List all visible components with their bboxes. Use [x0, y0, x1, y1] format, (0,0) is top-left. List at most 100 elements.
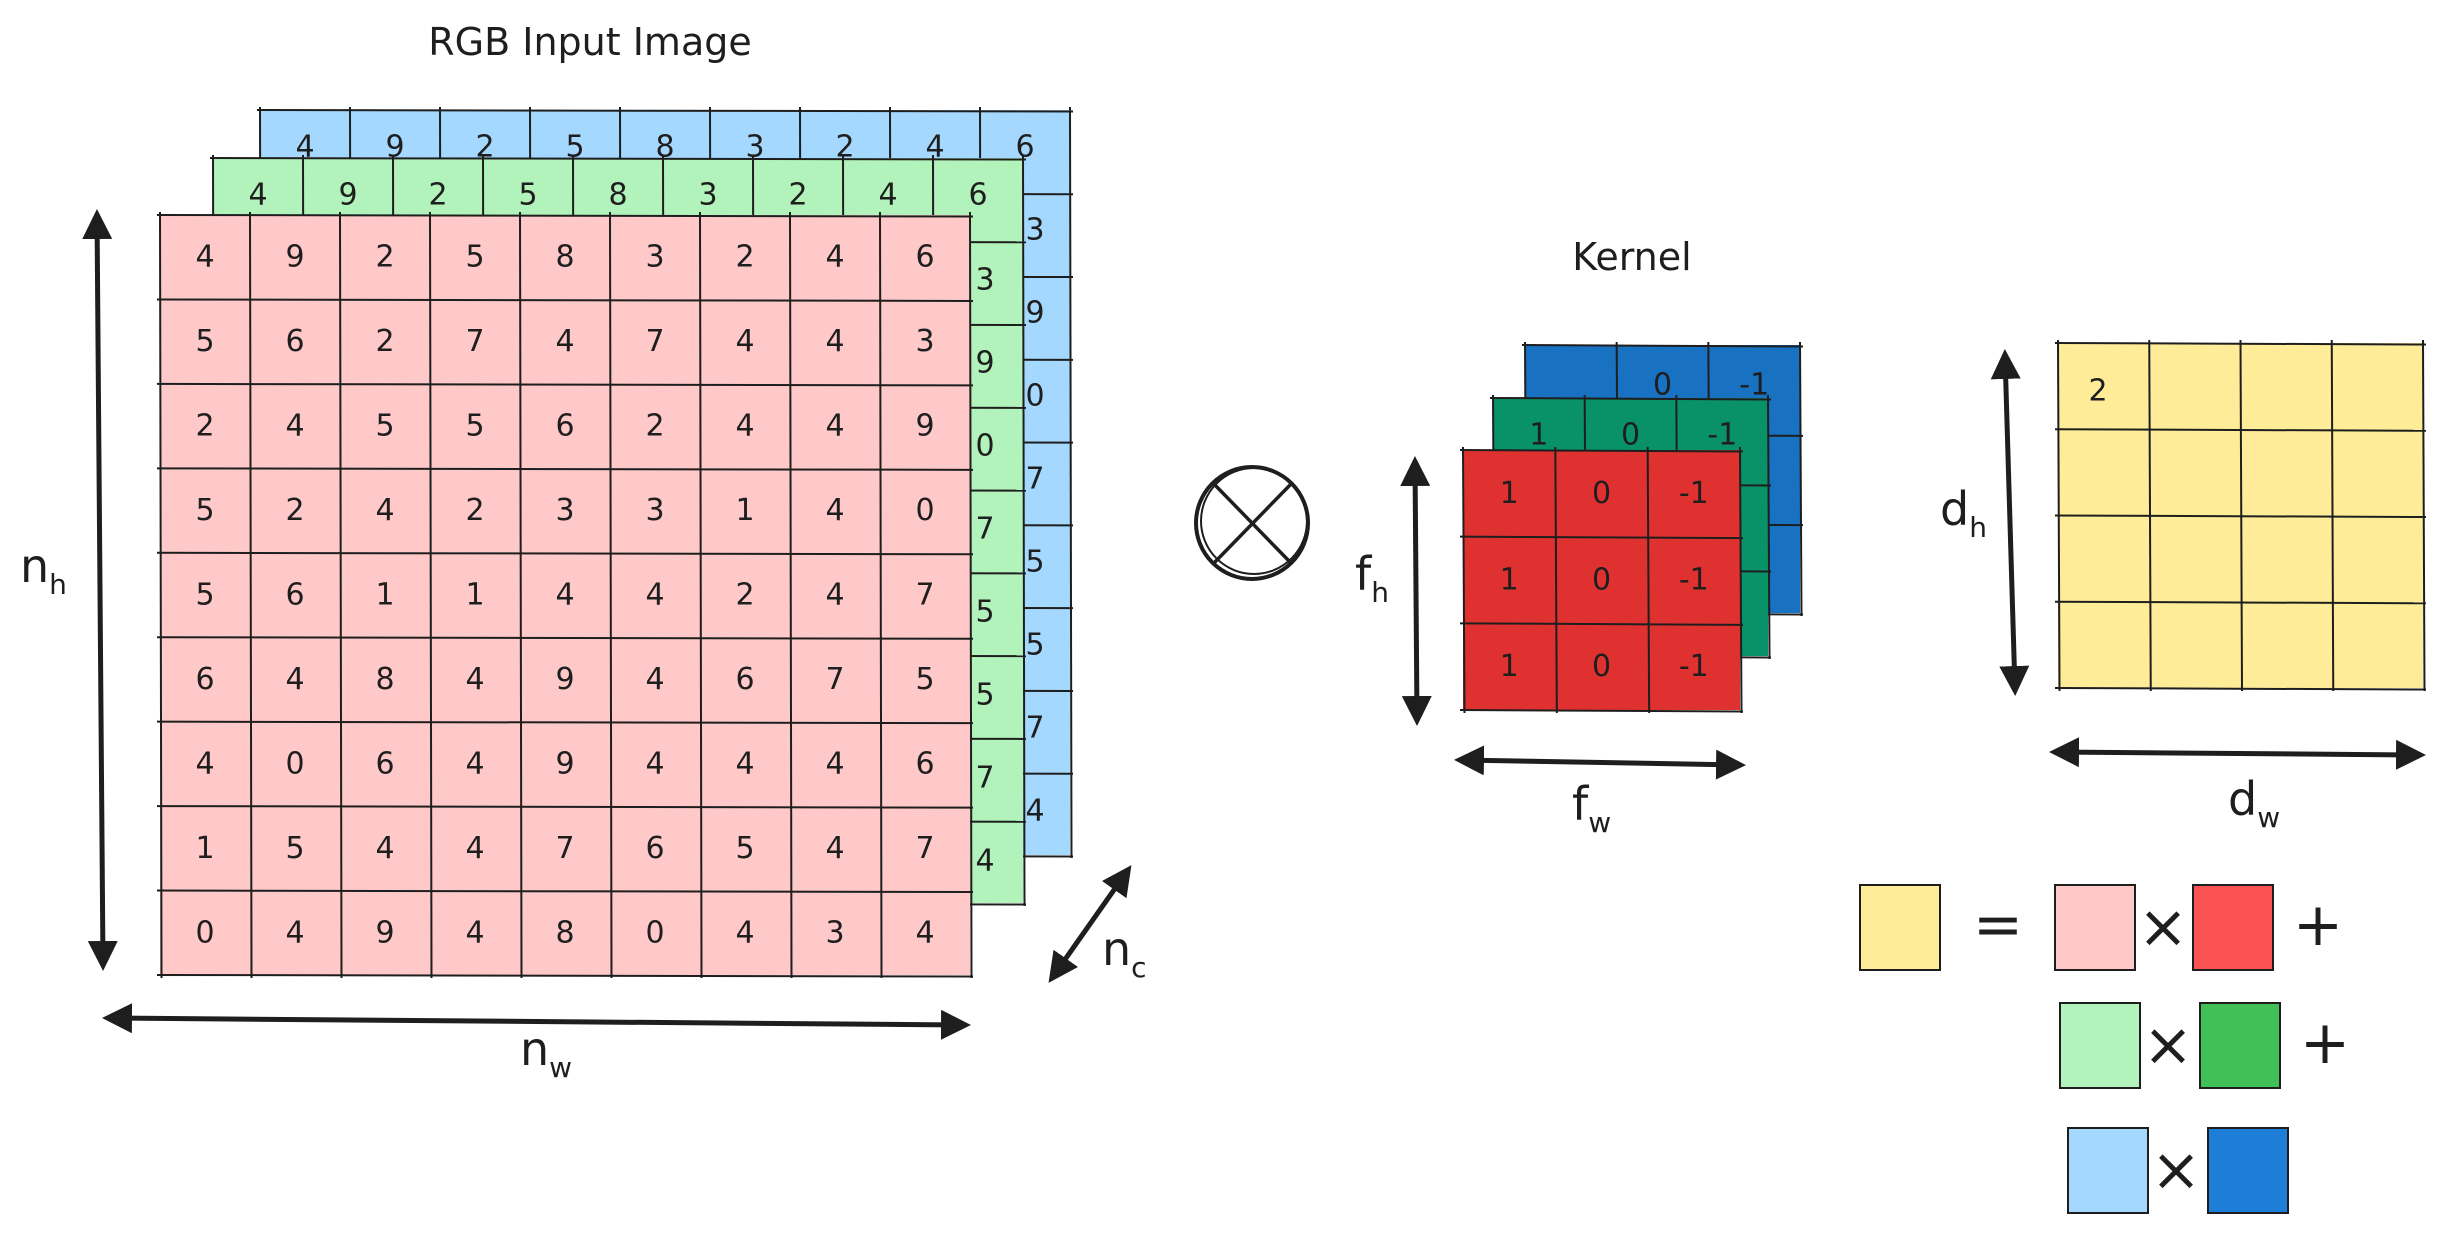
- legend-input-swatch: [2054, 884, 2136, 971]
- red-cell: 7: [465, 324, 484, 359]
- red-cell: 8: [555, 915, 574, 950]
- green-cell: 7: [975, 512, 994, 547]
- red-cell: 9: [555, 746, 574, 781]
- red-cell: 3: [825, 915, 844, 950]
- red-cell: 4: [375, 493, 394, 528]
- red-cell: 2: [375, 324, 394, 359]
- red-cell: 4: [465, 831, 484, 866]
- red-cell: 3: [915, 324, 934, 359]
- red-cell: 8: [555, 240, 574, 275]
- output-cell: 2: [2088, 374, 2107, 409]
- red-cell: 5: [195, 578, 214, 613]
- blue-cell: 6: [1015, 130, 1034, 165]
- blue-cell: 4: [1025, 794, 1044, 829]
- red-cell: 6: [195, 662, 214, 697]
- kernel-red-cell: 0: [1592, 476, 1611, 511]
- red-cell: 8: [375, 662, 394, 697]
- red-cell: 2: [645, 409, 664, 444]
- green-cell: 4: [878, 178, 897, 213]
- green-cell: 3: [975, 263, 994, 298]
- kernel-red-cell: 1: [1500, 476, 1519, 511]
- red-cell: 6: [645, 831, 664, 866]
- kernel-blue-cell: -1: [1739, 368, 1769, 403]
- red-cell: 4: [735, 746, 754, 781]
- green-cell: 2: [428, 178, 447, 213]
- blue-cell: 2: [475, 130, 494, 165]
- kernel-red-cell: 1: [1500, 649, 1519, 684]
- red-cell: 4: [825, 578, 844, 613]
- kernel-title: Kernel: [1572, 235, 1691, 279]
- blue-cell: 0: [1025, 379, 1044, 414]
- red-cell: 9: [285, 240, 304, 275]
- red-cell: 4: [825, 409, 844, 444]
- red-cell: 5: [465, 409, 484, 444]
- red-cell: 4: [825, 493, 844, 528]
- kernel-red-cell: 0: [1592, 563, 1611, 598]
- red-cell: 6: [735, 662, 754, 697]
- blue-cell: 5: [565, 130, 584, 165]
- red-cell: 4: [195, 746, 214, 781]
- kernel-red-fill: [1463, 450, 1740, 710]
- legend-times-sign: ×: [2143, 1010, 2193, 1080]
- red-cell: 6: [555, 409, 574, 444]
- kernel-blue-cell: 0: [1653, 368, 1672, 403]
- legend-equals-sign: =: [1973, 890, 2023, 960]
- blue-cell: 5: [1025, 628, 1044, 663]
- red-cell: 4: [825, 324, 844, 359]
- output-feature-map: 2 dh dw: [1940, 339, 2427, 834]
- legend-times-sign: ×: [2151, 1135, 2201, 1205]
- red-cell: 0: [285, 746, 304, 781]
- legend-input-swatch: [2059, 1002, 2141, 1089]
- green-cell: 6: [968, 178, 987, 213]
- blue-cell: 5: [1025, 545, 1044, 580]
- legend-plus-sign: +: [2293, 890, 2343, 960]
- red-cell: 4: [735, 915, 754, 950]
- green-cell: 5: [975, 678, 994, 713]
- red-cell: 4: [285, 409, 304, 444]
- blue-cell: 8: [655, 130, 674, 165]
- red-cell: 4: [555, 324, 574, 359]
- output-height-arrow: [1990, 349, 2030, 696]
- input-image-title: RGB Input Image: [428, 20, 751, 64]
- red-cell: 7: [555, 831, 574, 866]
- red-cell: 5: [195, 324, 214, 359]
- kernel-red-cell: 1: [1500, 563, 1519, 598]
- kernel-red-cell: -1: [1679, 649, 1709, 684]
- red-channel-fill: [160, 215, 970, 975]
- green-cell: 5: [975, 595, 994, 630]
- kernel-width-label: fw: [1572, 777, 1611, 839]
- blue-cell: 2: [835, 130, 854, 165]
- kernel-red-cell: -1: [1679, 563, 1709, 598]
- red-cell: 4: [915, 915, 934, 950]
- red-cell: 4: [465, 915, 484, 950]
- red-cell: 0: [915, 493, 934, 528]
- blue-cell: 3: [1025, 213, 1044, 248]
- red-cell: 4: [825, 240, 844, 275]
- input-height-arrow: [82, 209, 118, 971]
- red-cell: 4: [645, 578, 664, 613]
- legend-equation: =×+×+×: [1859, 884, 2350, 1214]
- legend-output-swatch: [1859, 884, 1941, 971]
- red-cell: 0: [195, 915, 214, 950]
- legend-kernel-swatch: [2199, 1002, 2281, 1089]
- red-cell: 2: [285, 493, 304, 528]
- green-cell: 8: [608, 178, 627, 213]
- kernel-red-cell: -1: [1679, 476, 1709, 511]
- output-grid: 2: [2054, 339, 2427, 692]
- red-cell: 7: [915, 831, 934, 866]
- blue-cell: 7: [1025, 711, 1044, 746]
- green-cell: 4: [975, 844, 994, 879]
- red-cell: 4: [375, 831, 394, 866]
- red-cell: 2: [735, 578, 754, 613]
- input-channels-arrow: [1048, 865, 1132, 983]
- red-cell: 7: [915, 578, 934, 613]
- input-channels-label: nc: [1102, 922, 1147, 984]
- red-cell: 5: [915, 662, 934, 697]
- kernel-height-arrow: [1400, 456, 1432, 726]
- red-cell: 4: [645, 662, 664, 697]
- red-cell: 4: [555, 578, 574, 613]
- output-width-label: dw: [2228, 772, 2280, 834]
- red-cell: 5: [375, 409, 394, 444]
